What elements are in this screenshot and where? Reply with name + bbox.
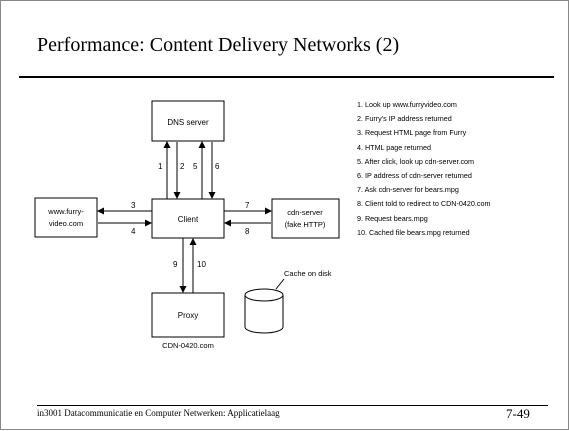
slide-title: Performance: Content Delivery Networks (… <box>37 34 400 56</box>
furry-video-label-line2: video.com <box>49 219 83 228</box>
footer-divider <box>37 405 548 406</box>
furry-video-label-line1: www.furry- <box>47 207 84 216</box>
cdn-server-label-line2: (fake HTTP) <box>285 220 326 229</box>
cache-pointer-line <box>275 278 285 290</box>
list-item: 1. Look up www.furryvideo.com <box>357 100 457 109</box>
arrow-label-3: 3 <box>131 201 136 210</box>
list-item: 9. Request bears.mpg <box>357 213 428 223</box>
page-number: 7-49 <box>506 406 530 421</box>
list-item: 10. Cached file bears.mpg returned <box>357 227 470 237</box>
list-item: 3. Request HTML page from Furry <box>357 128 467 138</box>
arrow-label-2: 2 <box>180 162 185 171</box>
list-item: 4. HTML page returned <box>357 142 432 152</box>
furry-video-box <box>34 197 98 238</box>
arrow-label-10: 10 <box>197 260 206 269</box>
title-divider <box>19 76 554 78</box>
proxy-label: Proxy <box>178 311 198 320</box>
arrow-label-9: 9 <box>173 260 178 269</box>
arrow-label-8: 8 <box>245 227 250 236</box>
proxy-box <box>151 292 225 338</box>
list-item: 7. Ask cdn-server for bears.mpg <box>357 185 459 195</box>
footer-text: in3001 Datacommunicatie en Computer Netw… <box>37 408 280 418</box>
list-item: 8. Client told to redirect to CDN-0420.c… <box>357 199 491 209</box>
cache-disk-icon <box>244 288 284 334</box>
arrow-label-7: 7 <box>245 201 250 210</box>
client-box <box>151 198 225 239</box>
list-item: 2. Furry's IP address returned <box>357 114 452 124</box>
list-item: 5. After click, look up cdn-server.com <box>357 156 475 166</box>
list-item: 6. IP address of cdn-server returned <box>357 171 472 181</box>
dns-server-label: DNS server <box>167 118 209 127</box>
cdn-server-label-line1: cdn-server <box>287 208 323 217</box>
arrow-label-4: 4 <box>131 227 136 236</box>
arrow-label-6: 6 <box>215 162 220 171</box>
cdn-server-box <box>271 198 340 239</box>
arrow-label-1: 1 <box>158 162 163 171</box>
proxy-caption: CDN-0420.com <box>162 341 214 350</box>
arrow-label-5: 5 <box>193 162 198 171</box>
cache-label: Cache on disk <box>284 269 332 278</box>
steps-list: 1. Look up www.furryvideo.com 2. Furry's… <box>357 98 490 240</box>
dns-server-box <box>151 100 225 142</box>
client-label: Client <box>178 215 199 224</box>
